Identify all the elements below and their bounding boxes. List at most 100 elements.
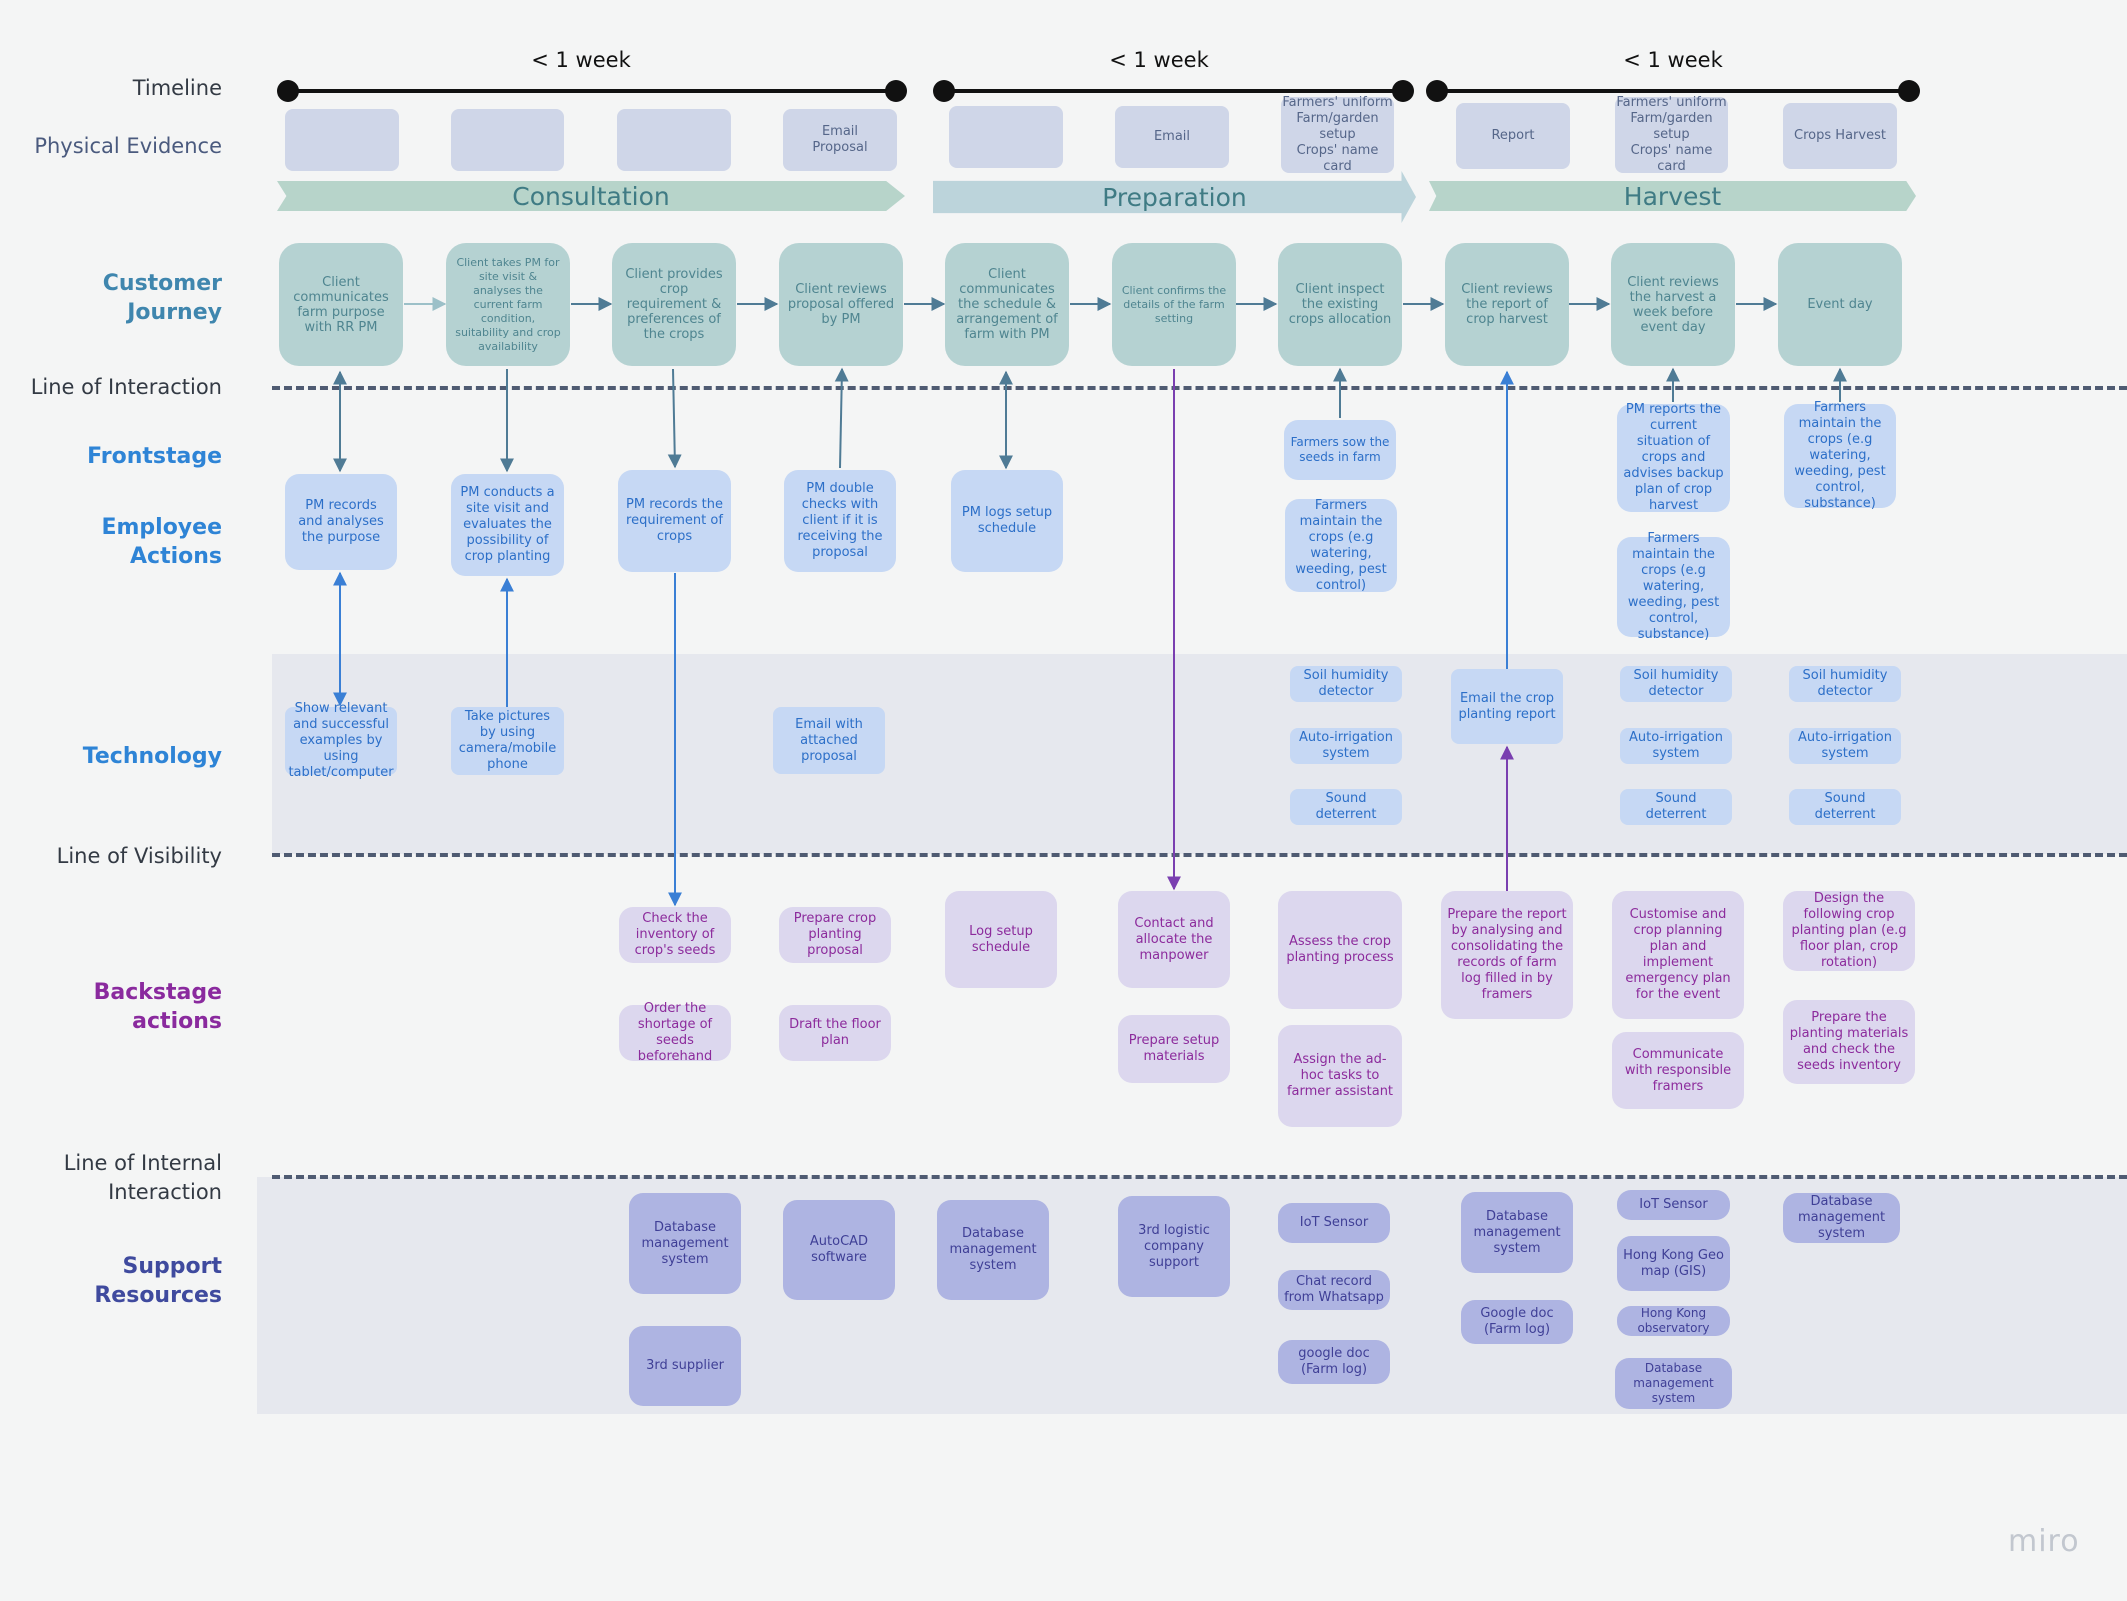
timeline-dot [885, 80, 907, 102]
support-resource-card[interactable]: AutoCAD software [783, 1200, 895, 1300]
physical-evidence-card[interactable] [285, 109, 399, 171]
customer-journey-step[interactable]: Client inspect the existing crops alloca… [1278, 243, 1402, 366]
customer-journey-step[interactable]: Client provides crop requirement & prefe… [612, 243, 736, 366]
physical-evidence-card[interactable]: Report [1456, 103, 1570, 169]
timeline-dot [1392, 80, 1414, 102]
technology-card[interactable]: Auto-irrigation system [1789, 728, 1901, 764]
timeline-dot [1426, 80, 1448, 102]
line-of-interaction [272, 386, 2127, 390]
line-of-internal-interaction [272, 1175, 2127, 1179]
backstage-action-card[interactable]: Draft the floor plan [779, 1005, 891, 1061]
lane-label-frontstage: Frontstage [87, 444, 222, 469]
employee-action-card[interactable]: PM reports the current situation of crop… [1617, 402, 1730, 513]
customer-journey-step[interactable]: Client communicates farm purpose with RR… [279, 243, 403, 366]
customer-journey-step[interactable]: Client communicates the schedule & arran… [945, 243, 1069, 366]
lane-label-line-of-interaction: Line of Interaction [30, 375, 222, 399]
technology-card[interactable]: Auto-irrigation system [1290, 728, 1402, 764]
customer-journey-step[interactable]: Client takes PM for site visit & analyse… [446, 243, 570, 366]
backstage-action-card[interactable]: Prepare setup materials [1118, 1015, 1230, 1083]
technology-card[interactable]: Sound deterrent [1789, 789, 1901, 825]
phase-label: Harvest [1623, 181, 1722, 211]
phase-consultation[interactable]: Consultation [277, 181, 905, 211]
employee-action-card[interactable]: Farmers maintain the crops (e.g watering… [1617, 531, 1730, 642]
customer-journey-step[interactable]: Client reviews proposal offered by PM [779, 243, 903, 366]
physical-evidence-card[interactable] [451, 109, 564, 171]
employee-action-card[interactable]: Farmers maintain the crops (e.g watering… [1285, 498, 1397, 593]
support-resource-card[interactable]: Database management system [1783, 1193, 1900, 1243]
technology-card[interactable]: Show relevant and successful examples by… [285, 701, 397, 780]
physical-evidence-card[interactable]: Email [1115, 106, 1229, 168]
support-resource-card[interactable]: 3rd supplier [629, 1326, 741, 1406]
backstage-action-card[interactable]: Prepare crop planting proposal [779, 907, 891, 963]
interaction-connector [834, 367, 849, 469]
miro-logo: miro [2008, 1524, 2080, 1559]
physical-evidence-card[interactable] [949, 106, 1063, 168]
phase-label: Consultation [512, 181, 670, 211]
customer-journey-step[interactable]: Client reviews the report of crop harves… [1445, 243, 1569, 366]
support-resource-card[interactable]: IoT Sensor [1278, 1203, 1390, 1243]
technology-card[interactable]: Take pictures by using camera/mobile pho… [451, 707, 564, 775]
technology-card[interactable]: Sound deterrent [1620, 789, 1732, 825]
lane-label-physical-evidence: Physical Evidence [34, 134, 222, 158]
technology-card[interactable]: Soil humidity detector [1290, 666, 1402, 702]
support-resource-card[interactable]: 3rd logistic company support [1118, 1196, 1230, 1297]
customer-journey-step[interactable]: Client confirms the details of the farm … [1112, 243, 1236, 366]
technology-card[interactable]: Email with attached proposal [773, 707, 885, 774]
backstage-action-card[interactable]: Contact and allocate the manpower [1118, 891, 1230, 988]
support-resource-card[interactable]: Database management system [629, 1193, 741, 1294]
backstage-action-card[interactable]: Prepare the planting materials and check… [1783, 1000, 1915, 1084]
technology-card[interactable]: Soil humidity detector [1789, 666, 1901, 702]
technology-card[interactable]: Auto-irrigation system [1620, 728, 1732, 764]
timeline-label-3: < 1 week [1623, 48, 1723, 72]
support-resource-card[interactable]: Hong Kong Geo map (GIS) [1617, 1236, 1730, 1291]
technology-card[interactable]: Soil humidity detector [1620, 666, 1732, 702]
backstage-action-card[interactable]: Design the following crop planting plan … [1783, 891, 1915, 971]
customer-journey-step[interactable]: Client reviews the harvest a week before… [1611, 243, 1735, 366]
employee-action-card[interactable]: PM double checks with client if it is re… [784, 470, 896, 572]
timeline-bar-2 [944, 89, 1403, 93]
lane-label-line-of-visibility: Line of Visibility [56, 844, 222, 868]
timeline-bar-3 [1437, 89, 1909, 93]
lane-label-employee-actions: Employee Actions [101, 515, 222, 569]
physical-evidence-card[interactable]: Farmers' uniform Farm/garden setup Crops… [1281, 95, 1394, 174]
timeline-dot [277, 80, 299, 102]
phase-harvest[interactable]: Harvest [1429, 181, 1916, 211]
support-resource-card[interactable]: IoT Sensor [1617, 1190, 1730, 1220]
phase-label: Preparation [1102, 182, 1247, 212]
backstage-action-card[interactable]: Order the shortage of seeds beforehand [619, 1001, 731, 1064]
backstage-action-card[interactable]: Check the inventory of crop's seeds [619, 907, 731, 963]
backstage-action-card[interactable]: Communicate with responsible framers [1612, 1032, 1744, 1109]
physical-evidence-card[interactable]: Email Proposal [783, 109, 897, 171]
support-resource-card[interactable]: Google doc (Farm log) [1461, 1300, 1573, 1344]
lane-label-line-of-internal-interaction: Line of Internal Interaction [63, 1151, 222, 1204]
support-resource-card[interactable]: Chat record from Whatsapp [1278, 1270, 1390, 1310]
timeline-dot [933, 80, 955, 102]
support-resource-card[interactable]: google doc (Farm log) [1278, 1340, 1390, 1384]
backstage-action-card[interactable]: Customise and crop planning plan and imp… [1612, 891, 1744, 1019]
support-resource-card[interactable]: Database management system [1615, 1358, 1732, 1409]
support-resource-card[interactable]: Database management system [1461, 1192, 1573, 1273]
employee-action-card[interactable]: Farmers sow the seeds in farm [1284, 420, 1396, 480]
timeline-label-2: < 1 week [1109, 48, 1209, 72]
employee-action-card[interactable]: Farmers maintain the crops (e.g watering… [1784, 400, 1896, 511]
technology-card[interactable]: Sound deterrent [1290, 789, 1402, 825]
employee-action-card[interactable]: PM records the requirement of crops [618, 470, 731, 572]
employee-action-card[interactable]: PM logs setup schedule [951, 470, 1063, 572]
backstage-action-card[interactable]: Log setup schedule [945, 891, 1057, 988]
employee-action-card[interactable]: PM records and analyses the purpose [285, 474, 397, 570]
backstage-action-card[interactable]: Assess the crop planting process [1278, 891, 1402, 1009]
interaction-connector [667, 368, 682, 469]
customer-journey-step[interactable]: Event day [1778, 243, 1902, 366]
line-of-visibility [272, 853, 2127, 857]
backstage-action-card[interactable]: Prepare the report by analysing and cons… [1441, 891, 1573, 1019]
physical-evidence-card[interactable]: Crops Harvest [1783, 103, 1897, 169]
support-resource-card[interactable]: Database management system [937, 1200, 1049, 1300]
timeline-dot [1898, 80, 1920, 102]
physical-evidence-card[interactable]: Farmers' uniform Farm/garden setup Crops… [1615, 95, 1728, 174]
physical-evidence-card[interactable] [617, 109, 731, 171]
backstage-action-card[interactable]: Assign the ad-hoc tasks to farmer assist… [1278, 1025, 1402, 1127]
lane-label-customer-journey: Customer Journey [102, 271, 222, 325]
technology-card[interactable]: Email the crop planting report [1451, 669, 1563, 744]
employee-action-card[interactable]: PM conducts a site visit and evaluates t… [451, 474, 564, 576]
support-resource-card[interactable]: Hong Kong observatory [1617, 1306, 1730, 1336]
